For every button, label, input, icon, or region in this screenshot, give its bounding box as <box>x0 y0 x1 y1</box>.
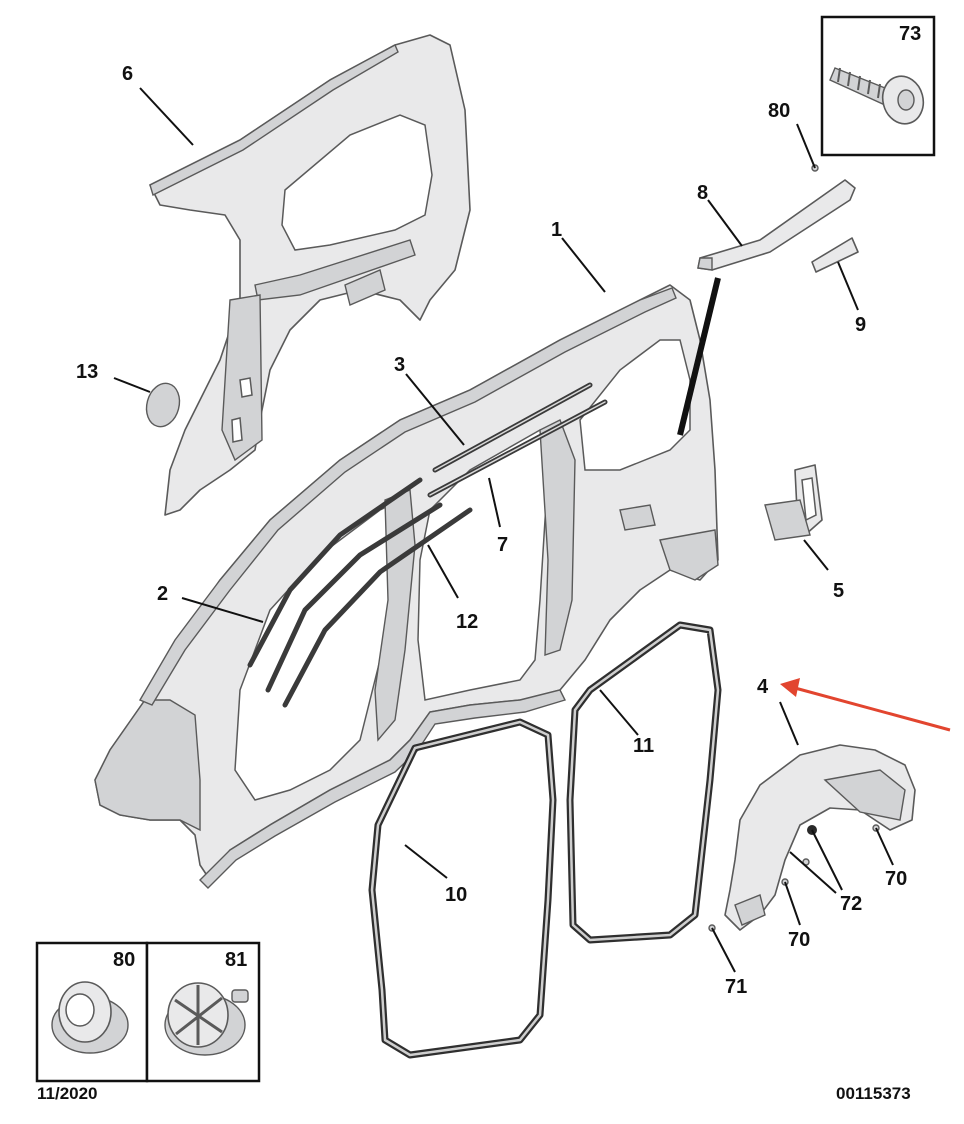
callout-9: 9 <box>855 314 866 336</box>
callout-10: 10 <box>445 884 467 906</box>
inset-box-81: 81 <box>145 941 261 1083</box>
part-10-door-seal <box>368 718 557 1059</box>
part-4-wheel-arch-liner <box>724 744 916 931</box>
part-5-bracket <box>764 464 823 541</box>
callout-80: 80 <box>768 100 790 122</box>
part-7-moulding <box>427 399 608 498</box>
clip-icon <box>164 982 249 1056</box>
callout-71: 71 <box>725 976 747 998</box>
part-11-door-seal <box>566 621 722 944</box>
clip-icon <box>51 981 129 1054</box>
callout-70-a: 70 <box>885 868 907 890</box>
callout-2: 2 <box>157 583 168 605</box>
part-3-moulding <box>432 382 593 473</box>
inset-label-80: 80 <box>113 949 135 971</box>
callout-3: 3 <box>394 354 405 376</box>
leader-lines <box>113 87 894 973</box>
part-1-body-side <box>94 284 719 889</box>
callout-4: 4 <box>757 676 769 698</box>
callout-12: 12 <box>456 611 478 633</box>
callout-70-b: 70 <box>788 929 810 951</box>
inset-box-80: 80 <box>35 941 149 1083</box>
reference-number: 00115373 <box>836 1084 911 1103</box>
part-2-window-strip <box>247 477 443 693</box>
inset-label-73: 73 <box>899 23 921 45</box>
callout-13: 13 <box>76 361 98 383</box>
callout-5: 5 <box>833 580 844 602</box>
callout-7: 7 <box>497 534 508 556</box>
callout-8: 8 <box>697 182 708 204</box>
callout-72: 72 <box>840 893 862 915</box>
callout-11: 11 <box>633 735 654 757</box>
part-12-window-strip <box>282 507 473 708</box>
trim-fit-line <box>677 277 721 436</box>
callout-labels: 6 1 3 7 2 12 13 8 9 80 4 5 10 11 70 72 7… <box>76 63 907 998</box>
callout-1: 1 <box>551 219 562 241</box>
inset-label-81: 81 <box>225 949 247 971</box>
date-code: 11/2020 <box>37 1084 98 1103</box>
part-6-quarter-panel <box>149 34 471 516</box>
inset-box-73: 73 <box>820 15 936 157</box>
part-9-trim-piece <box>811 237 859 273</box>
screw-icon <box>829 67 925 125</box>
highlight-arrow <box>780 678 951 732</box>
part-8-trim-strip <box>697 179 856 271</box>
part-13-cap <box>145 382 181 428</box>
callout-6: 6 <box>122 63 133 85</box>
